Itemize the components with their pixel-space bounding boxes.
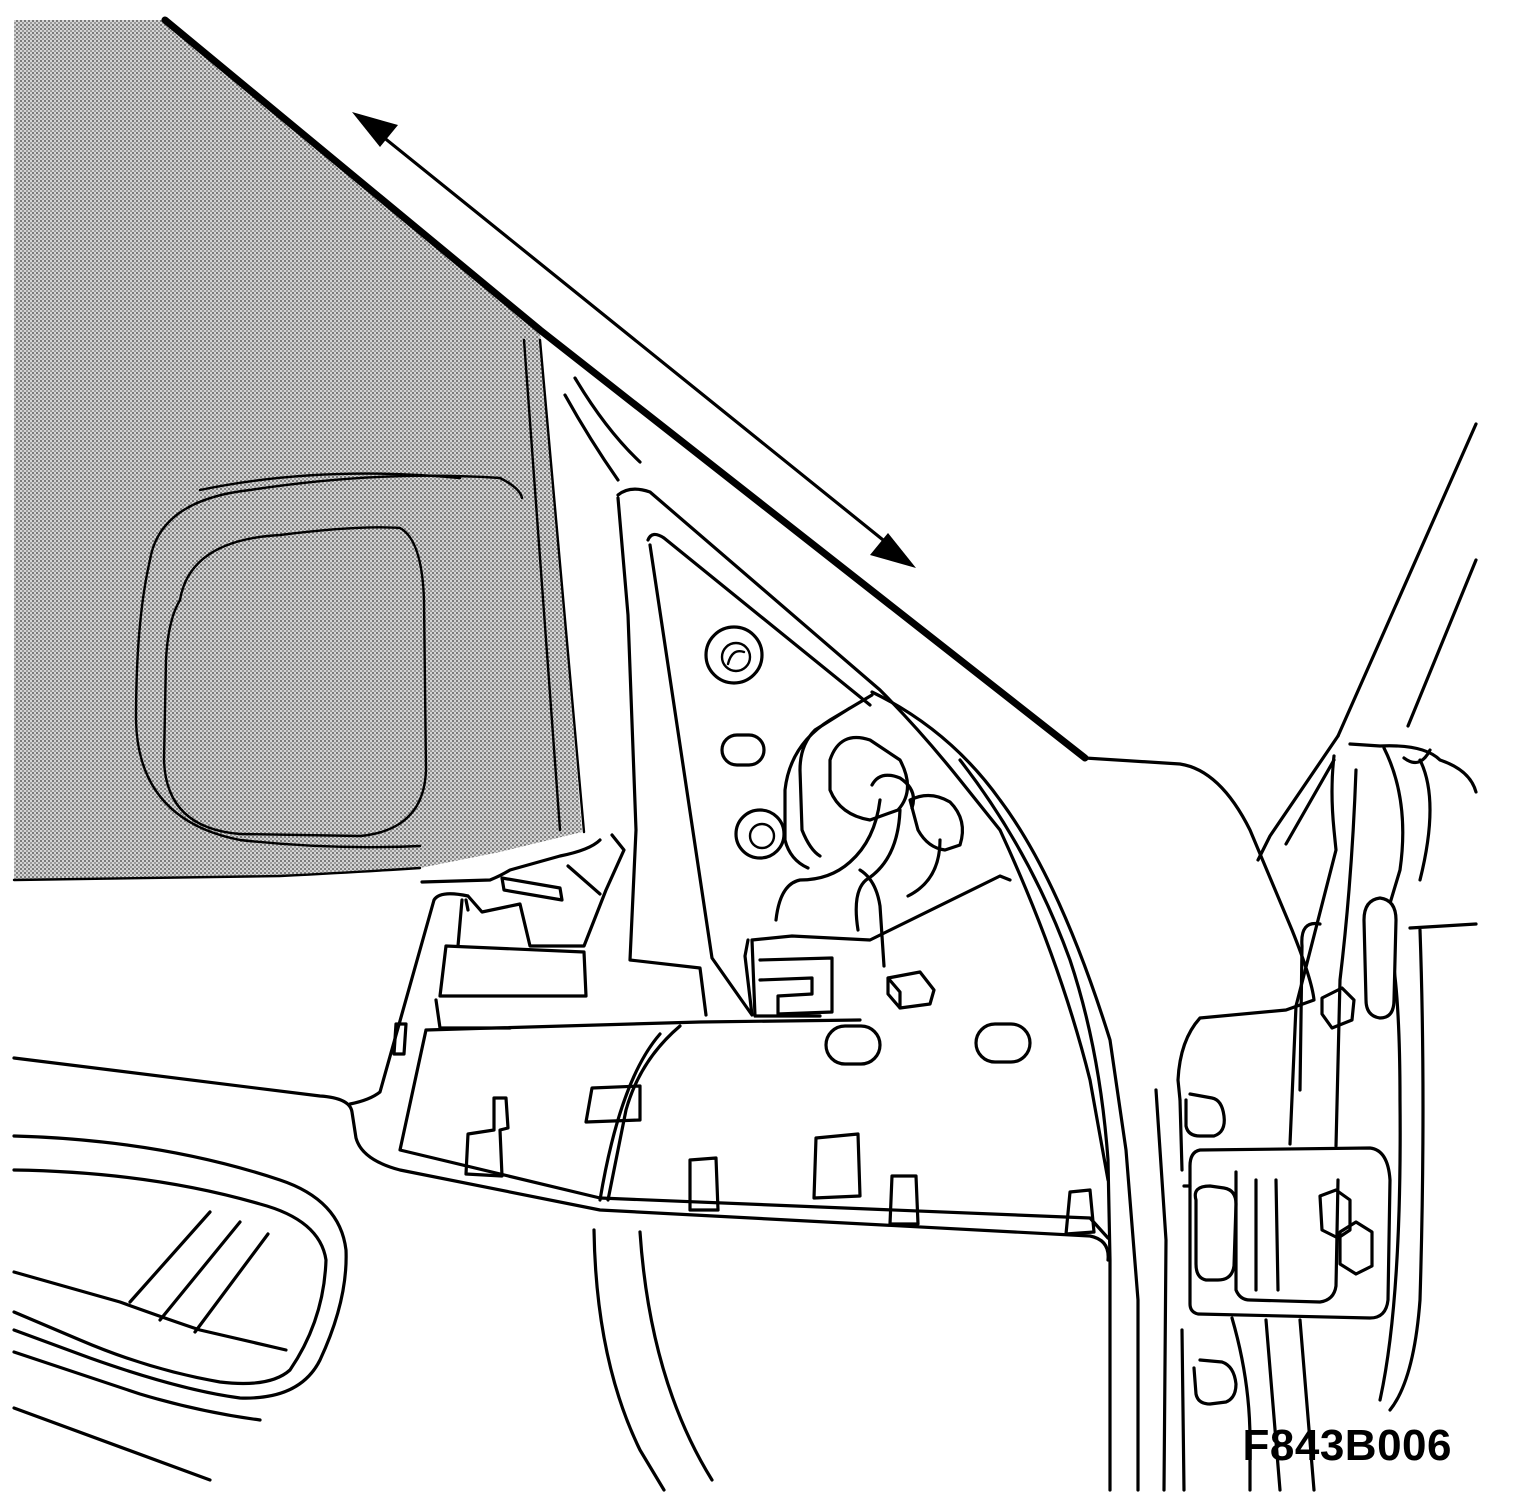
bolt-hole-lower bbox=[734, 808, 786, 860]
trim-lower-curve-2 bbox=[598, 1032, 662, 1202]
harness-wire-d bbox=[906, 838, 942, 898]
hinge-lower-body bbox=[1188, 1146, 1392, 1320]
hinge-lower-link bbox=[1254, 1178, 1280, 1292]
a-pillar-curve bbox=[870, 690, 1140, 1492]
body-line-c bbox=[1298, 1318, 1316, 1492]
bolt-hole-lower-inner bbox=[748, 822, 776, 850]
window-glass bbox=[14, 20, 582, 880]
harness-wire-c bbox=[858, 868, 886, 968]
hinge-arm bbox=[1256, 734, 1478, 862]
hinge-bracket bbox=[1380, 746, 1432, 932]
body-line-a bbox=[1178, 1098, 1186, 1492]
door-lower-arc-b bbox=[638, 1230, 714, 1482]
trim-panel-rib bbox=[566, 864, 602, 896]
direction-arrow-head-up bbox=[352, 112, 398, 147]
hinge-bolt-lower bbox=[1192, 1358, 1238, 1406]
a-pillar-trim bbox=[1083, 756, 1316, 1102]
connector-block bbox=[886, 970, 936, 1010]
body-line-d bbox=[1230, 1316, 1252, 1492]
trim-clip-6 bbox=[1064, 1188, 1096, 1236]
trim-clip-3 bbox=[688, 1156, 720, 1212]
trim-panel-top bbox=[420, 838, 602, 884]
hinge-bolt-mid-b bbox=[1338, 1220, 1374, 1276]
direction-arrow-shaft bbox=[370, 126, 900, 554]
door-handle-ribs bbox=[128, 1210, 270, 1334]
hinge-nut-top bbox=[1320, 986, 1356, 1030]
harness-grommet-a bbox=[828, 735, 910, 822]
mirror-reflection-inner bbox=[162, 526, 428, 838]
trim-lower-curve bbox=[606, 1024, 682, 1202]
mirror-triangle-outer bbox=[616, 487, 1110, 1182]
trim-clip-1 bbox=[464, 1096, 510, 1178]
harness-wire-b bbox=[854, 808, 902, 932]
hinge-seal-line-2 bbox=[1388, 928, 1425, 1412]
mount-bracket bbox=[758, 956, 834, 1016]
oval-hole-right bbox=[974, 1022, 1032, 1064]
stopper-knob bbox=[1362, 896, 1398, 1020]
trim-clip-2 bbox=[584, 1084, 642, 1124]
hinge-rod-b bbox=[1406, 558, 1478, 728]
door-lower-arc-a bbox=[592, 1228, 666, 1492]
direction-arrow-head-down bbox=[870, 533, 916, 568]
bolt-hole-upper bbox=[704, 625, 764, 685]
mirror-reflection-outer bbox=[134, 474, 524, 849]
trim-clip-4 bbox=[812, 1132, 862, 1200]
door-handle-lever bbox=[12, 1270, 288, 1352]
mirror-triangle-inner bbox=[646, 532, 872, 1017]
body-line-e bbox=[1154, 1088, 1168, 1492]
trim-edge-a bbox=[456, 898, 470, 948]
hinge-lower-plate bbox=[1182, 1170, 1340, 1304]
harness-grommet-c bbox=[908, 793, 964, 852]
mount-plate bbox=[750, 874, 1012, 1018]
hinge-bolt-mid-a bbox=[1318, 1188, 1352, 1240]
door-belt-line bbox=[12, 1056, 1110, 1262]
glass-rear-edge bbox=[522, 338, 562, 832]
slot-hole bbox=[720, 733, 766, 767]
hinge-upper-block bbox=[1298, 921, 1322, 1092]
window-seal-strip bbox=[161, 16, 1089, 762]
door-panel-lower-line bbox=[12, 1406, 212, 1482]
body-line-b bbox=[1264, 1318, 1282, 1492]
glass-edge bbox=[12, 866, 422, 882]
harness-channel bbox=[783, 693, 874, 870]
mirror-reflection-mid bbox=[198, 472, 462, 492]
hinge-bolt-upper bbox=[1184, 1092, 1226, 1138]
door-handle-lower bbox=[12, 1350, 262, 1422]
hinge-lower-loop bbox=[1193, 1184, 1238, 1282]
bolt-hole-upper-mark bbox=[726, 650, 746, 666]
hinge-pillar bbox=[1288, 754, 1358, 1148]
harness-wire-a bbox=[774, 798, 882, 922]
door-handle-recess bbox=[12, 1134, 348, 1400]
oval-hole-left bbox=[824, 1024, 882, 1066]
a-pillar-curve-inner bbox=[958, 758, 1112, 1492]
door-handle-recess-inner bbox=[12, 1168, 328, 1386]
door-frame-outer bbox=[563, 376, 642, 482]
trim-clip-7 bbox=[392, 1022, 408, 1056]
trim-clip-5 bbox=[888, 1174, 920, 1226]
trim-inner-box-2 bbox=[434, 998, 512, 1030]
glass-rear-edge-2 bbox=[538, 338, 586, 834]
hinge-rod-a bbox=[1336, 422, 1478, 738]
trim-inner-box bbox=[438, 944, 588, 998]
trim-panel-clip-top bbox=[500, 876, 564, 902]
bolt-hole-upper-inner bbox=[720, 641, 752, 673]
mirror-triangle-front bbox=[616, 496, 708, 1017]
trim-panel-outline bbox=[348, 833, 626, 1106]
figure-code: F843B006 bbox=[1242, 1421, 1452, 1470]
